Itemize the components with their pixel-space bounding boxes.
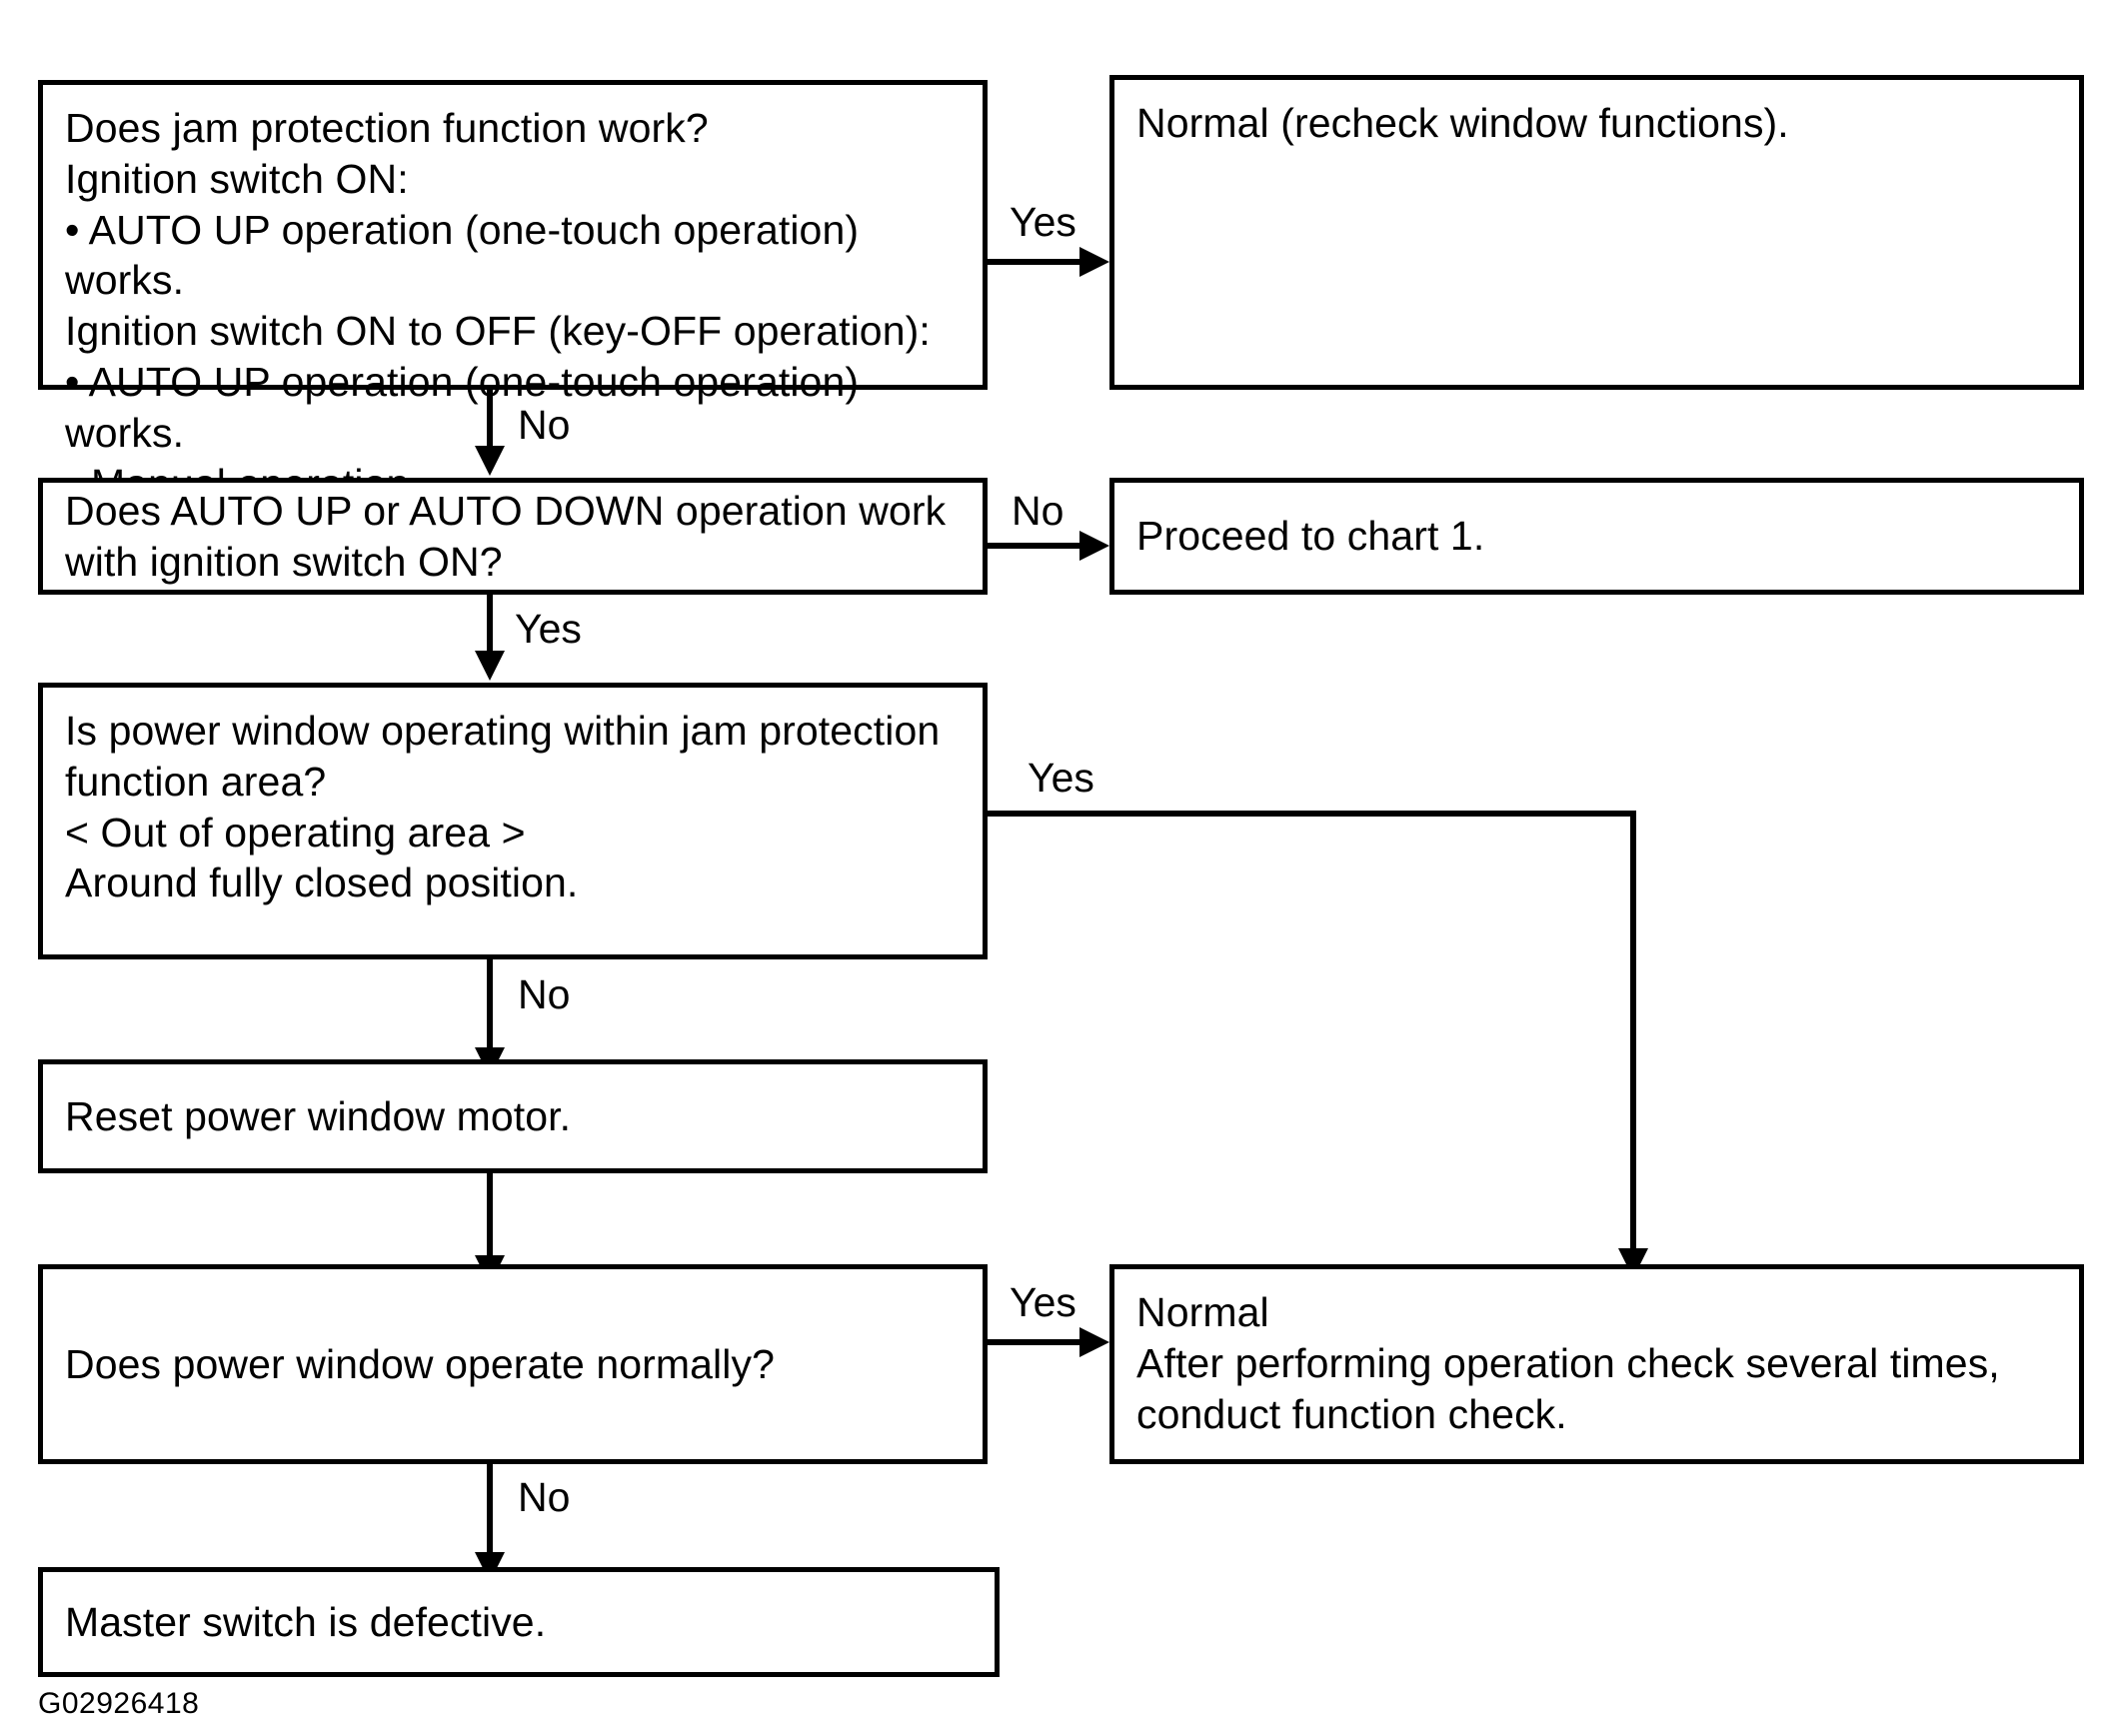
- node-reset-motor-label: Reset power window motor.: [65, 1092, 572, 1139]
- edge-yes-to-operating-area-line: [487, 595, 493, 653]
- figure-code-label: G02926418: [38, 1687, 200, 1720]
- node-normal-function-check-label: Normal After performing operation check …: [1136, 1289, 2000, 1437]
- node-normal-recheck: Normal (recheck window functions).: [1109, 75, 2084, 390]
- node-operating-area-check-label: Is power window operating within jam pro…: [65, 708, 941, 906]
- edge-label-yes-3: Yes: [1028, 755, 1094, 801]
- edge-label-yes-4: Yes: [1010, 1279, 1076, 1325]
- node-proceed-chart-1: Proceed to chart 1.: [1109, 478, 2084, 595]
- node-proceed-chart-1-label: Proceed to chart 1.: [1136, 513, 1485, 560]
- edge-label-yes-1: Yes: [1010, 199, 1076, 245]
- edge-yes-to-normal-recheck-arrow: [1079, 247, 1109, 277]
- edge-label-no-1: No: [518, 402, 571, 448]
- node-master-switch-defective: Master switch is defective.: [38, 1567, 1000, 1677]
- edge-yes-to-normal-function2-arrow: [1079, 1327, 1109, 1357]
- edge-yes-to-normal-function-v: [1630, 811, 1636, 1250]
- edge-no-to-proceed-chart-arrow: [1079, 531, 1109, 561]
- edge-label-no-3: No: [518, 971, 571, 1017]
- node-master-switch-defective-label: Master switch is defective.: [65, 1598, 547, 1645]
- node-auto-up-down-check: Does AUTO UP or AUTO DOWN operation work…: [38, 478, 988, 595]
- edge-yes-to-operating-area-arrow: [475, 651, 505, 681]
- edge-no-to-master-switch-line: [487, 1464, 493, 1556]
- edge-label-no-2: No: [1012, 488, 1064, 534]
- node-operate-normally-check-label: Does power window operate normally?: [65, 1340, 775, 1387]
- node-operating-area-check: Is power window operating within jam pro…: [38, 683, 988, 959]
- node-reset-motor: Reset power window motor.: [38, 1059, 988, 1173]
- node-jam-protection-check: Does jam protection function work? Ignit…: [38, 80, 988, 507]
- edge-no-to-auto-check-arrow: [475, 446, 505, 476]
- edge-yes-to-normal-recheck-line: [988, 259, 1079, 265]
- edge-label-no-4: No: [518, 1474, 571, 1520]
- node-auto-up-down-check-label: Does AUTO UP or AUTO DOWN operation work…: [65, 487, 947, 585]
- edge-yes-to-normal-function-h: [988, 811, 1636, 817]
- edge-yes-to-normal-function2-line: [988, 1339, 1079, 1345]
- edge-label-yes-2: Yes: [515, 606, 582, 652]
- node-jam-protection-check-label: Does jam protection function work? Ignit…: [65, 105, 931, 507]
- edge-no-to-proceed-chart-line: [988, 543, 1079, 549]
- node-normal-function-check: Normal After performing operation check …: [1109, 1264, 2084, 1464]
- edge-no-to-reset-motor-line: [487, 959, 493, 1051]
- node-normal-recheck-label: Normal (recheck window functions).: [1136, 100, 1789, 146]
- edge-no-to-auto-check-line: [487, 390, 493, 448]
- edge-reset-to-operate-line: [487, 1173, 493, 1258]
- node-operate-normally-check: Does power window operate normally?: [38, 1264, 988, 1464]
